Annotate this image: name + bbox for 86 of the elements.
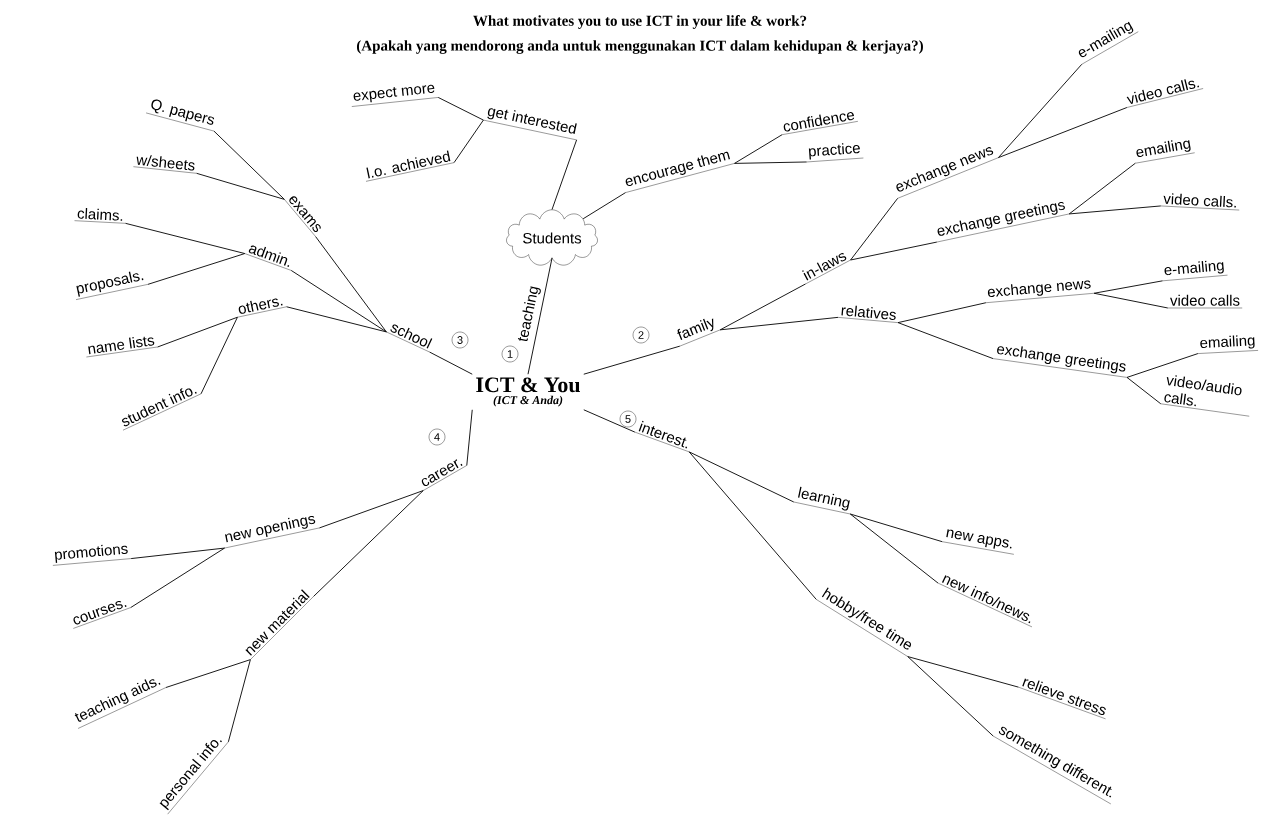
branch-line (1068, 205, 1162, 215)
branch-line (551, 139, 578, 210)
branch-text: video/audio calls. (1160, 375, 1250, 417)
branch-line (849, 513, 939, 584)
circled-number: 3 (451, 331, 469, 349)
branch-text: exchange greetings (936, 201, 1070, 243)
branch-line (850, 197, 899, 261)
subtitle: (Apakah yang mendorong anda untuk menggunakan ICT dalam kehidupan & kerjaya?) (357, 40, 923, 54)
branch-text: promotions (52, 544, 132, 566)
branch-line (527, 257, 553, 375)
branch-line (688, 451, 817, 600)
branch-line (157, 316, 238, 348)
branch-text: w/sheets (133, 155, 197, 174)
branch-line (286, 306, 387, 333)
branch-line (130, 547, 226, 608)
circled-number: 5 (619, 410, 637, 428)
branch-text: family (677, 318, 721, 347)
branch-line (897, 302, 987, 324)
branch-line (1126, 353, 1199, 378)
branch-line (734, 134, 783, 164)
branch-line (1068, 162, 1136, 215)
branch-text: claims. (74, 208, 126, 224)
branch-line (688, 451, 795, 503)
branch-line (196, 172, 285, 200)
branch-line (997, 107, 1128, 159)
branch-line (147, 253, 246, 285)
branch-line (1093, 280, 1163, 294)
circled-number: 1 (501, 345, 519, 363)
branch-text: name lists (86, 336, 158, 358)
branch-text: school (386, 324, 433, 353)
branch-text: exchange news (985, 280, 1095, 303)
branch-line (213, 130, 285, 200)
branch-line (1093, 292, 1169, 309)
branch-line (429, 351, 473, 375)
branch-line (734, 161, 808, 164)
branch-line (583, 345, 681, 375)
branch-text: Q. papers (145, 99, 215, 132)
central-topic: ICT & You (ICT & Anda) (476, 377, 580, 407)
branch-text: exchange greetings (992, 346, 1128, 378)
branch-text: get interested (483, 108, 577, 141)
branch-line (319, 490, 424, 529)
circled-number: 4 (428, 428, 446, 446)
edge-label: teaching (517, 286, 541, 342)
branch-text: e-mailing (1162, 260, 1228, 282)
branch-text: learning (793, 486, 851, 515)
branch-text: practice (806, 143, 864, 163)
branch-text: others. (237, 298, 287, 318)
branch-text: relatives (837, 305, 899, 323)
branch-text: courses. (73, 600, 131, 629)
title: What motivates you to use ICT in your life & work? (473, 15, 807, 29)
branch-text: new apps. (941, 529, 1015, 555)
branch-line (997, 63, 1083, 159)
branch-text: video calls. (1160, 193, 1240, 211)
branch-line (719, 316, 839, 331)
branch-text: new openings (224, 515, 320, 549)
branch-line (200, 316, 238, 395)
branch-line (897, 322, 994, 360)
branch-text: video calls (1167, 294, 1243, 309)
branch-line (1126, 376, 1162, 405)
branch-text: emailing (1135, 140, 1195, 164)
branch-line (290, 270, 387, 333)
branch-text: emailing (1197, 335, 1259, 354)
branch-line (125, 222, 246, 254)
branch-line (313, 490, 424, 597)
branch-line (466, 409, 473, 466)
branch-line (453, 119, 484, 164)
branch-text: video calls. (1126, 79, 1204, 108)
branch-text: relieve stress (1018, 678, 1106, 720)
branch-line (849, 513, 943, 543)
branch-line (227, 659, 251, 743)
branch-text: admin. (244, 245, 292, 271)
branch-line (582, 192, 626, 220)
branch-line (583, 409, 636, 433)
branch-line (907, 656, 994, 737)
branch-line (130, 547, 226, 560)
branch-text: confidence (781, 112, 859, 135)
branch-line (165, 659, 251, 688)
branch-line (437, 97, 484, 121)
branch-line (315, 236, 387, 333)
circled-number: 2 (632, 326, 650, 344)
branch-text: encourage them (625, 151, 735, 193)
branch-line (907, 656, 1019, 688)
branch-text: l.o. achieved (365, 150, 455, 182)
branch-line (719, 283, 806, 331)
branch-line (850, 241, 938, 261)
branch-text: expect more (351, 84, 439, 107)
